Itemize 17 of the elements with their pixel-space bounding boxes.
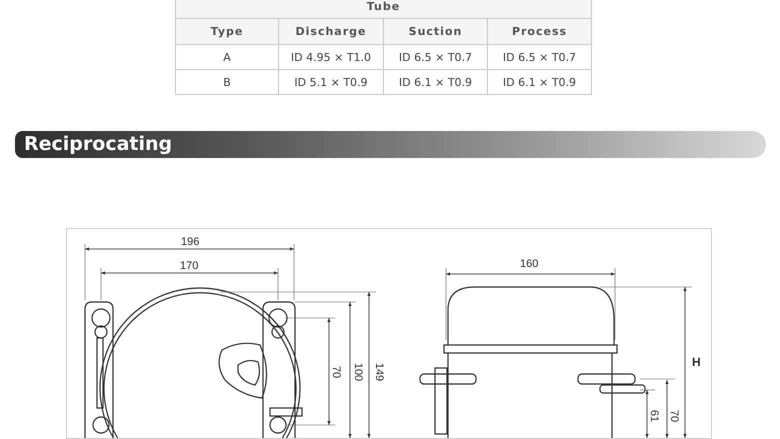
dimension-label: 70 bbox=[330, 366, 342, 378]
table-header-cell: Type bbox=[175, 18, 279, 45]
table-cell: B bbox=[175, 69, 279, 95]
dimension-label: 196 bbox=[181, 236, 200, 248]
dimension-label: 149 bbox=[373, 362, 386, 382]
table-cell: ID 6.1 × T0.9 bbox=[487, 69, 592, 95]
dimension-label: 160 bbox=[520, 258, 538, 270]
table-header-cell: Discharge bbox=[278, 18, 384, 45]
section-banner: Reciprocating bbox=[15, 131, 766, 158]
dimension-label: 100 bbox=[352, 362, 364, 382]
table-header-cell: Suction bbox=[383, 18, 488, 45]
dimension-label: 61 bbox=[648, 410, 660, 422]
dimension-label: 70 bbox=[668, 410, 680, 422]
dimension-label: H bbox=[692, 356, 701, 368]
table-header-cell: Tube bbox=[175, 0, 592, 19]
table-header-cell: Process bbox=[487, 18, 592, 45]
dimension-label: 170 bbox=[180, 260, 198, 272]
